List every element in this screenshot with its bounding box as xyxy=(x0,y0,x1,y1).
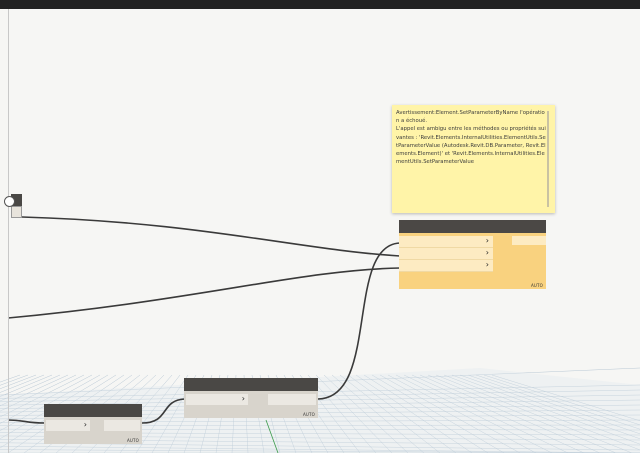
output-port[interactable] xyxy=(512,236,546,245)
warning-tooltip-text: Avertissement:Element.SetParameterByName… xyxy=(396,110,546,166)
grid-line xyxy=(0,389,640,403)
grid-line xyxy=(0,445,640,453)
wire-left-to-small xyxy=(7,419,46,424)
middle-node[interactable]: › AUTO xyxy=(184,378,318,418)
node-body[interactable]: › AUTO xyxy=(184,391,318,418)
port-arrow-icon: › xyxy=(485,260,489,269)
grid-line xyxy=(363,374,489,453)
node-header[interactable] xyxy=(184,378,318,391)
port-arrow-icon: › xyxy=(485,248,489,257)
title-bar xyxy=(0,0,640,9)
grid-line xyxy=(419,374,601,453)
node-body[interactable]: › AUTO xyxy=(44,417,142,444)
node-body[interactable]: › › › AUTO xyxy=(399,233,546,289)
grid-line xyxy=(0,374,69,407)
port-arrow-icon: › xyxy=(83,420,87,429)
tooltip-scrollbar[interactable] xyxy=(547,111,549,207)
grid-line xyxy=(459,374,640,440)
input-port-value[interactable]: › xyxy=(399,260,493,272)
grid-line xyxy=(323,374,409,453)
output-port[interactable] xyxy=(104,420,140,431)
grid-line xyxy=(355,374,473,453)
grid-line xyxy=(395,374,553,453)
set-parameter-by-name-node[interactable]: › › › AUTO xyxy=(399,220,546,289)
input-port[interactable]: › xyxy=(46,420,90,431)
grid-line xyxy=(307,374,377,453)
lacing-label: AUTO xyxy=(530,283,543,288)
grid-line xyxy=(0,374,77,412)
grid-line xyxy=(0,367,640,396)
small-node[interactable]: › AUTO xyxy=(44,404,142,444)
grid-line xyxy=(315,374,393,453)
node-header[interactable] xyxy=(44,404,142,417)
grid-line xyxy=(411,374,585,453)
grid-line xyxy=(339,374,441,453)
grid-line xyxy=(0,374,101,431)
grid-line xyxy=(491,374,640,422)
grid-line xyxy=(403,374,569,453)
grid-line xyxy=(387,374,537,453)
grid-line xyxy=(0,394,640,406)
grid-line xyxy=(467,374,640,435)
grid-line xyxy=(0,374,93,424)
grid-line xyxy=(427,374,617,453)
wire-small-to-mid xyxy=(141,398,186,424)
grid-line xyxy=(435,374,633,453)
grid-line xyxy=(0,374,53,397)
grid-line xyxy=(379,374,521,453)
offscreen-node[interactable] xyxy=(4,194,22,224)
wire-left-to-setparam-1 xyxy=(21,216,401,257)
grid-line xyxy=(0,374,85,418)
wire-left-to-setparam-2 xyxy=(7,267,401,319)
wire-mid-to-setparam xyxy=(317,242,401,400)
canvas-left-edge xyxy=(8,9,9,453)
offscreen-node-header xyxy=(11,194,22,206)
grid-line xyxy=(0,384,640,399)
offscreen-node-port[interactable] xyxy=(11,206,22,218)
grid-line xyxy=(475,374,640,430)
grid-line xyxy=(0,374,61,402)
grid-line xyxy=(0,374,109,440)
lacing-label: AUTO xyxy=(302,412,315,417)
grid-line xyxy=(347,374,457,453)
warning-tooltip: Avertissement:Element.SetParameterByName… xyxy=(392,105,555,213)
port-arrow-icon: › xyxy=(241,394,245,403)
port-arrow-icon: › xyxy=(485,236,489,245)
grid-line xyxy=(371,374,505,453)
input-port[interactable]: › xyxy=(186,394,248,405)
grid-line xyxy=(0,374,37,389)
grid-line xyxy=(331,374,425,453)
input-port-parameter-name[interactable]: › xyxy=(399,248,493,260)
grid-floor xyxy=(0,368,640,453)
output-port[interactable] xyxy=(268,394,316,405)
lacing-label: AUTO xyxy=(126,438,139,443)
grid-line xyxy=(483,374,640,426)
offscreen-node-output-port[interactable] xyxy=(4,196,15,207)
grid-line xyxy=(451,374,640,445)
grid-line xyxy=(443,374,640,451)
node-header[interactable] xyxy=(399,220,546,233)
grid-line xyxy=(0,374,45,393)
grid-axis xyxy=(265,419,279,453)
input-port-element[interactable]: › xyxy=(399,236,493,248)
